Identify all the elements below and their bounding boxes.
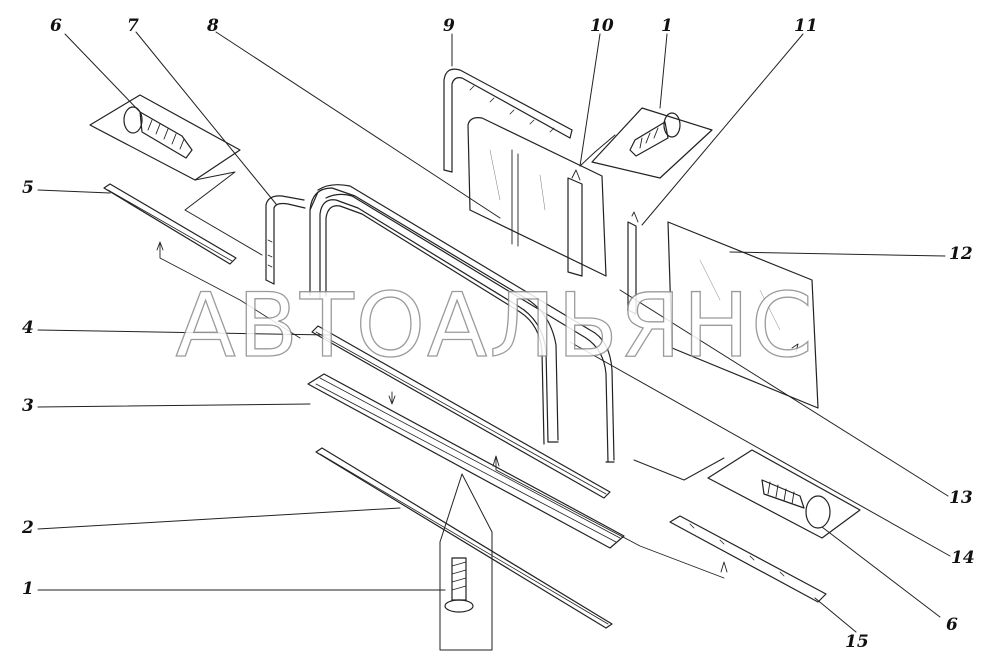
callout-6-top: 6 <box>50 16 62 36</box>
callout-14: 14 <box>951 548 975 568</box>
callout-9: 9 <box>443 16 455 36</box>
screw-top-right <box>591 107 713 179</box>
callout-11: 11 <box>794 16 818 36</box>
screw-bottom <box>439 473 493 651</box>
seal-strip-4 <box>311 325 611 499</box>
callout-5: 5 <box>22 178 34 198</box>
channel-profile-3 <box>307 373 725 579</box>
callout-10: 10 <box>590 16 614 36</box>
seal-profile-7 <box>265 195 306 285</box>
seal-strip-2 <box>315 447 613 629</box>
bolt-top-left <box>89 94 263 256</box>
felt-strip-15 <box>669 515 827 603</box>
seal-profile-9 <box>443 68 573 173</box>
fixed-glass-12 <box>667 221 819 409</box>
callout-6-bottom: 6 <box>946 615 958 635</box>
bolt-bottom-right <box>633 449 861 539</box>
callout-3: 3 <box>22 396 34 416</box>
callout-8: 8 <box>207 16 219 36</box>
sliding-glass-10 <box>467 117 607 277</box>
callout-15: 15 <box>845 632 869 652</box>
callout-1-bottom: 1 <box>22 579 34 599</box>
window-frame-8 <box>309 184 615 463</box>
callout-1-top: 1 <box>661 16 673 36</box>
seal-strip-5 <box>103 183 301 339</box>
callout-13: 13 <box>949 488 973 508</box>
callout-2: 2 <box>22 518 34 538</box>
callout-4: 4 <box>22 318 34 338</box>
callout-12: 12 <box>949 244 973 264</box>
leader-lines <box>37 31 951 633</box>
callout-7: 7 <box>127 16 139 36</box>
seal-strip-11 <box>627 211 639 315</box>
